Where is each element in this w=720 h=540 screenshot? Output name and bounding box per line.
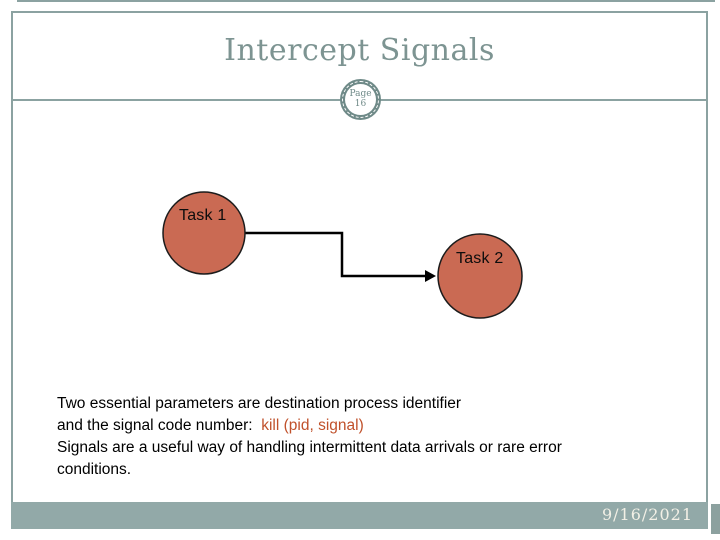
task2-circle — [437, 233, 523, 319]
body-line-4: conditions. — [57, 461, 132, 478]
task1-circle — [162, 191, 246, 275]
task2-label: Task 2 — [456, 250, 504, 267]
footer-bar: 9/16/2021 — [11, 502, 708, 529]
page-badge-number: 16 — [354, 98, 367, 109]
task1-label: Task 1 — [179, 207, 227, 224]
frame-right-border — [706, 11, 708, 502]
task-diagram — [162, 191, 523, 319]
connector-line — [245, 231, 426, 278]
page-badge-center: Page 16 — [345, 84, 376, 115]
body-text-block: Two essential parameters are destination… — [57, 393, 677, 481]
page-badge-label: Page — [349, 89, 372, 99]
body-line-1: Two essential parameters are destination… — [57, 395, 462, 412]
outer-top-border — [17, 0, 715, 2]
footer-bar-shadow — [711, 504, 720, 534]
kill-syntax-text: kill (pid, signal) — [261, 417, 364, 434]
slide-title: Intercept Signals — [224, 33, 495, 68]
frame-left-border — [11, 11, 13, 503]
body-line-2-text: and the signal code number: — [57, 417, 262, 434]
connector-arrowhead-icon — [425, 270, 436, 282]
slide-date: 9/16/2021 — [601, 505, 693, 524]
body-line-3: Signals are a useful way of handling int… — [57, 439, 562, 456]
page-number-badge: Page 16 — [340, 79, 381, 120]
frame-top-border — [11, 11, 708, 13]
body-line-2: and the signal code number: kill (pid, s… — [57, 415, 677, 437]
